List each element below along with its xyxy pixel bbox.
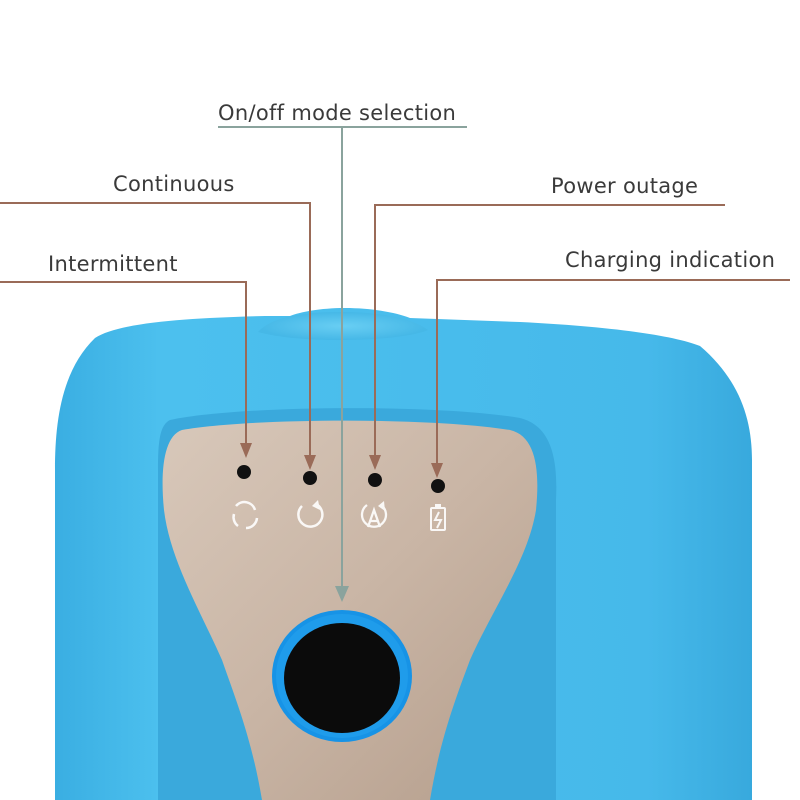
indicator-dot-power-outage <box>368 473 382 487</box>
leader-line-continuous <box>0 202 311 458</box>
label-continuous: Continuous <box>113 172 235 196</box>
label-intermittent: Intermittent <box>48 252 178 276</box>
leader-line-intermittent <box>0 281 247 446</box>
indicator-dots <box>237 465 445 493</box>
intermittent-mode-icon <box>232 500 259 530</box>
label-charging-indication: Charging indication <box>565 248 776 272</box>
leader-line-charging <box>436 279 790 466</box>
label-on-off-mode-selection: On/off mode selection <box>218 101 457 125</box>
indicator-dot-intermittent <box>237 465 251 479</box>
battery-charging-icon <box>430 504 446 531</box>
indicator-dot-charging <box>431 479 445 493</box>
mode-selection-button[interactable] <box>272 610 412 742</box>
label-power-outage: Power outage <box>551 174 699 198</box>
control-panel <box>162 420 538 800</box>
auto-mode-icon <box>360 501 388 528</box>
indicator-dot-continuous <box>303 471 317 485</box>
leader-line-power-outage <box>374 204 725 458</box>
arrow-on-off <box>335 586 349 602</box>
leader-lines <box>0 126 790 602</box>
continuous-mode-icon <box>297 500 324 528</box>
